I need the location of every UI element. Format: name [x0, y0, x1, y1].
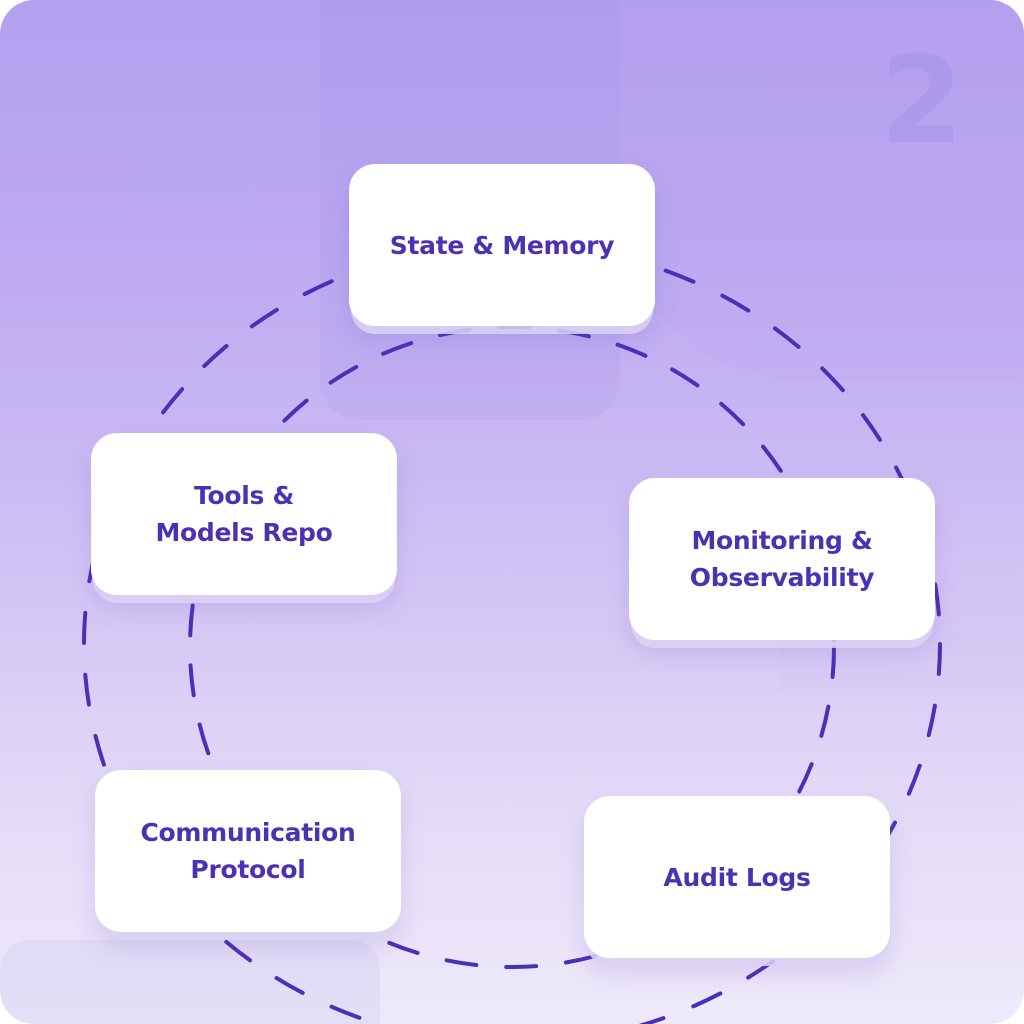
- node-audit-logs: Audit Logs: [584, 796, 890, 958]
- node-label: Communication Protocol: [140, 818, 356, 884]
- node-tools-models-repo: Tools & Models Repo: [91, 433, 397, 595]
- node-label: Tools & Models Repo: [155, 481, 333, 547]
- node-state-memory: State & Memory: [349, 164, 655, 326]
- node-communication-protocol: Communication Protocol: [95, 770, 401, 932]
- node-label: Monitoring & Observability: [689, 526, 875, 592]
- inner-ring: [188, 325, 836, 969]
- node-label: Audit Logs: [663, 862, 811, 892]
- node-monitoring-observability: Monitoring & Observability: [629, 478, 935, 640]
- node-label: State & Memory: [389, 230, 615, 260]
